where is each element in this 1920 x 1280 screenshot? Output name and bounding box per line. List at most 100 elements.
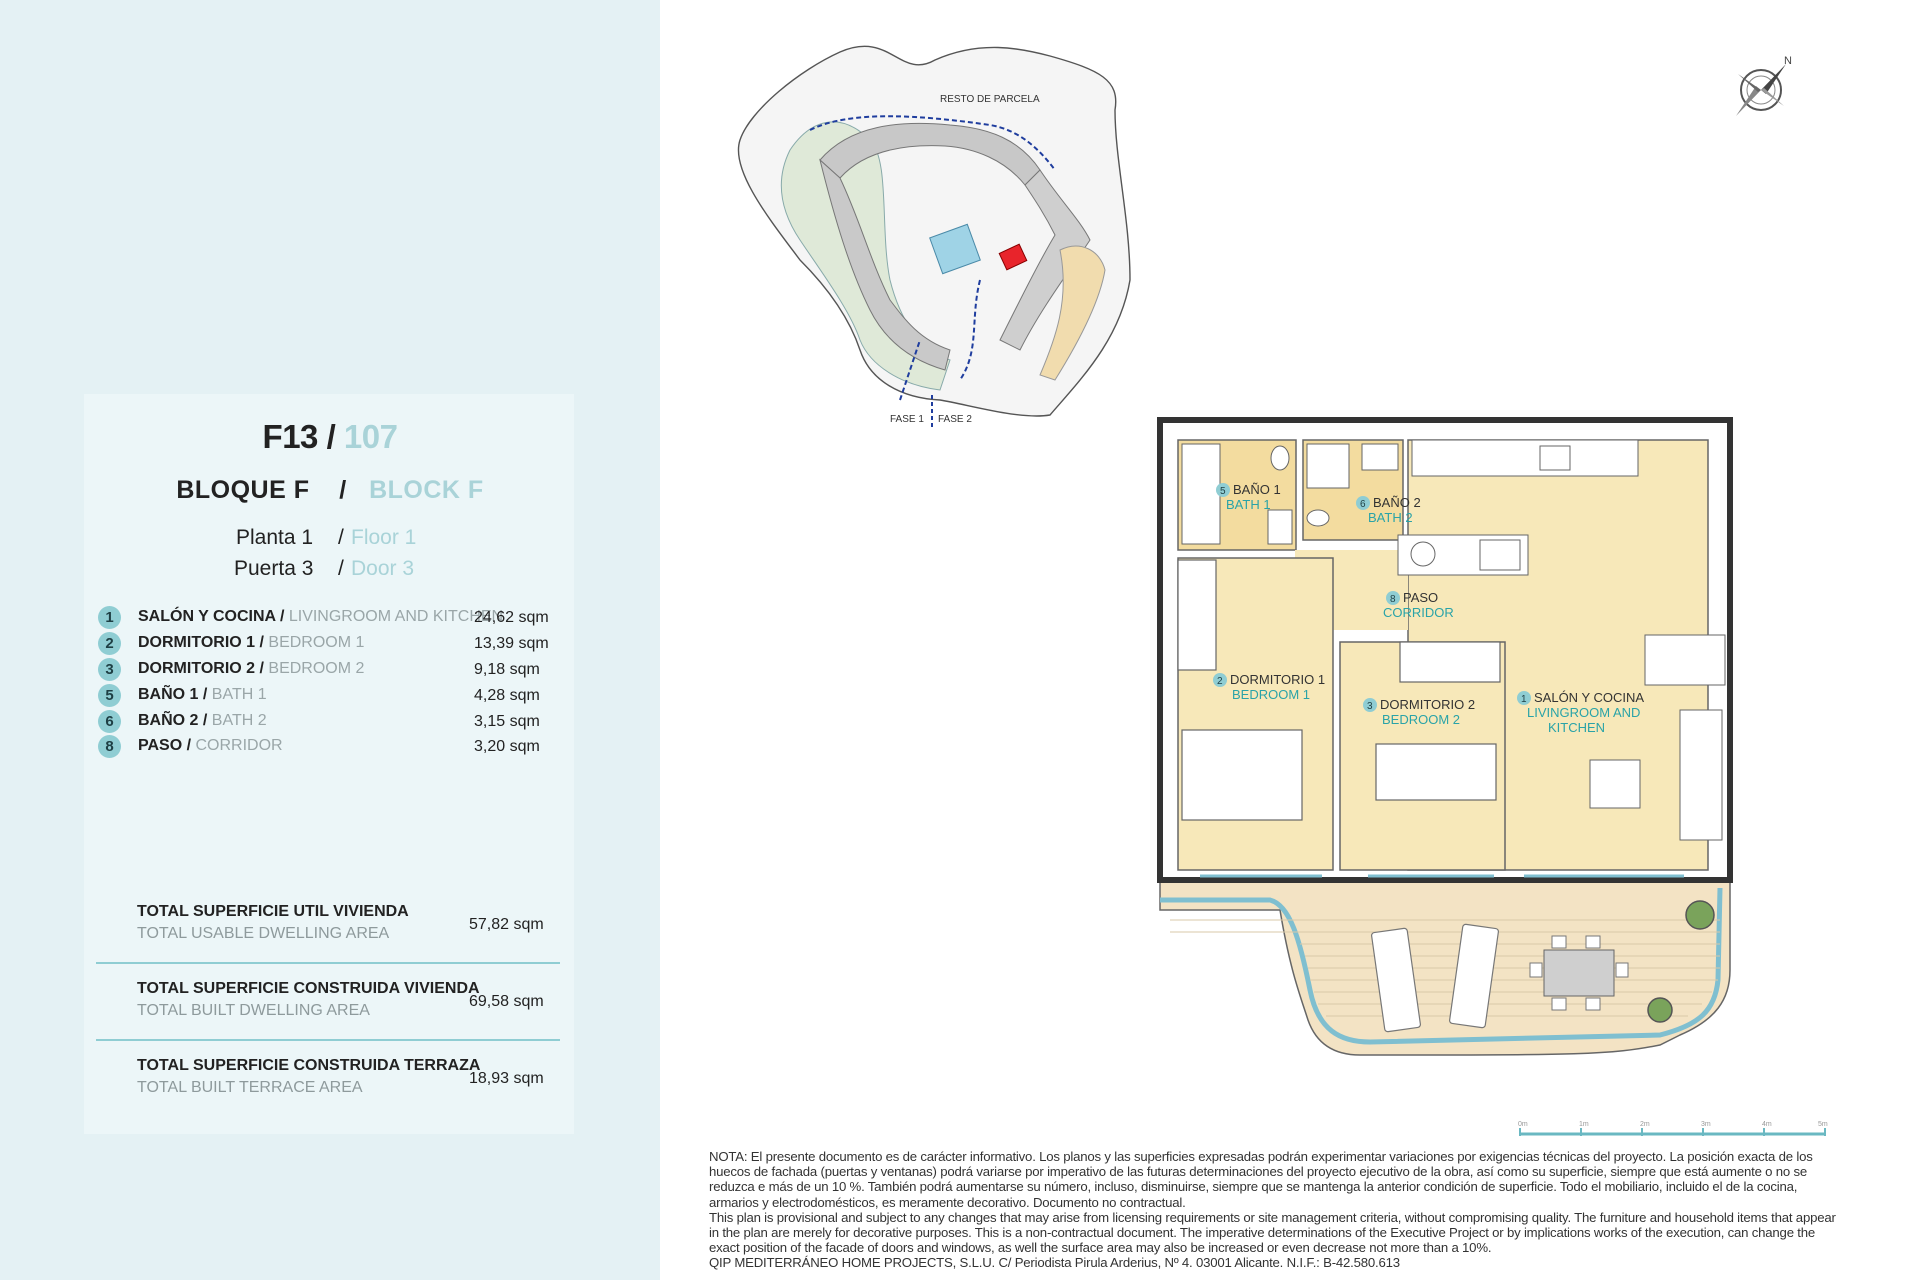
svg-text:1: 1 bbox=[1521, 694, 1527, 705]
room-area: 9,18 sqm bbox=[474, 661, 540, 678]
scale-label: 2m bbox=[1640, 1121, 1650, 1128]
room-name: SALÓN Y COCINA / bbox=[138, 608, 285, 625]
total-label: TOTAL SUPERFICIE CONSTRUIDA TERRAZA bbox=[137, 1057, 481, 1074]
door-sep: / bbox=[338, 557, 344, 580]
room-row: 5 BAÑO 1 / BATH 1 4,28 sqm bbox=[98, 684, 558, 708]
room-row: 1 SALÓN Y COCINA / LIVINGROOM AND KITCHE… bbox=[98, 606, 558, 630]
terrace-chairs bbox=[1529, 935, 1629, 1011]
total-label: TOTAL SUPERFICIE CONSTRUIDA VIVIENDA bbox=[137, 980, 480, 997]
total-label-alt: TOTAL USABLE DWELLING AREA bbox=[137, 925, 390, 942]
svg-text:KITCHEN: KITCHEN bbox=[1548, 720, 1605, 735]
svg-text:BAÑO 1: BAÑO 1 bbox=[1233, 482, 1281, 497]
svg-text:PASO: PASO bbox=[1403, 590, 1438, 605]
terrace-planter bbox=[1160, 887, 1723, 1045]
room-name: BAÑO 2 / bbox=[138, 712, 208, 729]
svg-text:BAÑO 2: BAÑO 2 bbox=[1373, 495, 1421, 510]
room-row: 2 DORMITORIO 1 / BEDROOM 1 13,39 sqm bbox=[98, 632, 558, 656]
door-label-alt: Door 3 bbox=[351, 557, 415, 580]
plan-label-bath1: 5 BAÑO 1 BATH 1 bbox=[1216, 482, 1281, 512]
room-row: 8 PASO / CORRIDOR 3,20 sqm bbox=[98, 735, 558, 759]
scale-label: 4m bbox=[1762, 1121, 1772, 1128]
scale-label: 1m bbox=[1579, 1121, 1589, 1128]
svg-text:8: 8 bbox=[1390, 594, 1396, 605]
block-label-alt: BLOCK F bbox=[369, 476, 484, 504]
wardrobe bbox=[1177, 559, 1217, 671]
total-label: TOTAL SUPERFICIE UTIL VIVIENDA bbox=[137, 903, 409, 920]
planter-pot bbox=[1647, 997, 1673, 1023]
svg-text:DORMITORIO 1: DORMITORIO 1 bbox=[1230, 672, 1325, 687]
room-number-badge: 8 bbox=[98, 735, 121, 758]
total-value: 69,58 sqm bbox=[469, 993, 544, 1010]
single-bed bbox=[1375, 743, 1497, 801]
room-area: 3,15 sqm bbox=[474, 713, 540, 730]
svg-text:DORMITORIO 2: DORMITORIO 2 bbox=[1380, 697, 1475, 712]
room-name-alt: BATH 2 bbox=[211, 712, 267, 729]
floor-sep: / bbox=[338, 526, 344, 549]
site-terraces-east bbox=[1039, 245, 1106, 381]
room-number-badge: 3 bbox=[98, 658, 121, 681]
dining-table bbox=[1644, 634, 1726, 686]
block-label: BLOQUE F bbox=[176, 476, 310, 504]
note-spanish: NOTA: El presente documento es de caráct… bbox=[709, 1149, 1813, 1210]
shower-tray bbox=[1306, 443, 1350, 489]
svg-text:5: 5 bbox=[1220, 486, 1226, 497]
unit-code: F13 / bbox=[262, 418, 336, 455]
room-number-badge: 6 bbox=[98, 710, 121, 733]
total-label-alt: TOTAL BUILT TERRACE AREA bbox=[137, 1079, 363, 1096]
scale-label: 0m bbox=[1518, 1121, 1528, 1128]
info-card bbox=[84, 394, 574, 1134]
room-name-alt: BEDROOM 2 bbox=[268, 660, 365, 677]
room-name: BAÑO 1 / bbox=[138, 686, 208, 703]
sun-lounger bbox=[1371, 927, 1421, 1033]
site-building-west bbox=[819, 158, 951, 371]
site-pool bbox=[929, 223, 981, 275]
site-label-fase1: FASE 1 bbox=[890, 414, 924, 425]
wardrobe bbox=[1399, 641, 1501, 683]
plan-label-corridor: 8 PASO CORRIDOR bbox=[1383, 590, 1454, 620]
svg-text:3: 3 bbox=[1367, 701, 1373, 712]
sofa bbox=[1679, 709, 1723, 841]
room-area: 13,39 sqm bbox=[474, 635, 549, 652]
floor-label: Planta 1 bbox=[236, 526, 314, 549]
room-area: 4,28 sqm bbox=[474, 687, 540, 704]
room-name: DORMITORIO 1 / bbox=[138, 634, 264, 651]
room-number-badge: 2 bbox=[98, 632, 121, 655]
plan-label-bedroom2: 3 DORMITORIO 2 BEDROOM 2 bbox=[1363, 697, 1475, 727]
svg-text:LIVINGROOM AND: LIVINGROOM AND bbox=[1527, 705, 1640, 720]
room-number-badge: 5 bbox=[98, 684, 121, 707]
shower-tray bbox=[1181, 443, 1221, 545]
room-name: PASO / bbox=[138, 737, 192, 754]
svg-text:BEDROOM 2: BEDROOM 2 bbox=[1382, 712, 1460, 727]
scale-label: 3m bbox=[1701, 1121, 1711, 1128]
room-name-alt: LIVINGROOM AND KITCHEN bbox=[288, 608, 504, 625]
plan-label-bedroom1: 2 DORMITORIO 1 BEDROOM 1 bbox=[1213, 672, 1325, 702]
kitchen-counter bbox=[1411, 439, 1639, 477]
room-name: DORMITORIO 2 / bbox=[138, 660, 264, 677]
total-value: 57,82 sqm bbox=[469, 916, 544, 933]
cooktop bbox=[1539, 445, 1571, 471]
washing-machine bbox=[1410, 541, 1436, 567]
svg-text:2: 2 bbox=[1217, 676, 1223, 687]
floor-label-alt: Floor 1 bbox=[351, 526, 417, 549]
room-area: 24,62 sqm bbox=[474, 609, 549, 626]
site-building-east bbox=[999, 169, 1091, 351]
total-terrace-area: TOTAL SUPERFICIE CONSTRUIDA TERRAZA TOTA… bbox=[137, 1057, 577, 1097]
room-name-alt: BATH 1 bbox=[211, 686, 267, 703]
sun-lounger bbox=[1449, 923, 1499, 1029]
note-english: This plan is provisional and subject to … bbox=[709, 1209, 1836, 1256]
terrace-table bbox=[1543, 949, 1615, 997]
site-unit-highlight bbox=[998, 243, 1028, 271]
site-blue-boundary bbox=[809, 115, 1056, 401]
floor-plan: 5 BAÑO 1 BATH 1 6 BAÑO 2 BATH 2 8 PASO C… bbox=[1157, 417, 1733, 1056]
svg-text:6: 6 bbox=[1360, 499, 1366, 510]
site-label-fase2: FASE 2 bbox=[938, 414, 972, 425]
plan-label-living: 1 SALÓN Y COCINA LIVINGROOM AND KITCHEN bbox=[1517, 690, 1644, 735]
washbasin bbox=[1267, 509, 1293, 545]
site-label-resto: RESTO DE PARCELA bbox=[940, 94, 1040, 105]
divider bbox=[96, 1039, 560, 1041]
double-bed bbox=[1181, 729, 1303, 821]
svg-text:BATH 2: BATH 2 bbox=[1368, 510, 1413, 525]
toilet bbox=[1270, 445, 1290, 471]
plan-label-bath2: 6 BAÑO 2 BATH 2 bbox=[1356, 495, 1421, 525]
total-usable-area: TOTAL SUPERFICIE UTIL VIVIENDA TOTAL USA… bbox=[137, 903, 577, 943]
